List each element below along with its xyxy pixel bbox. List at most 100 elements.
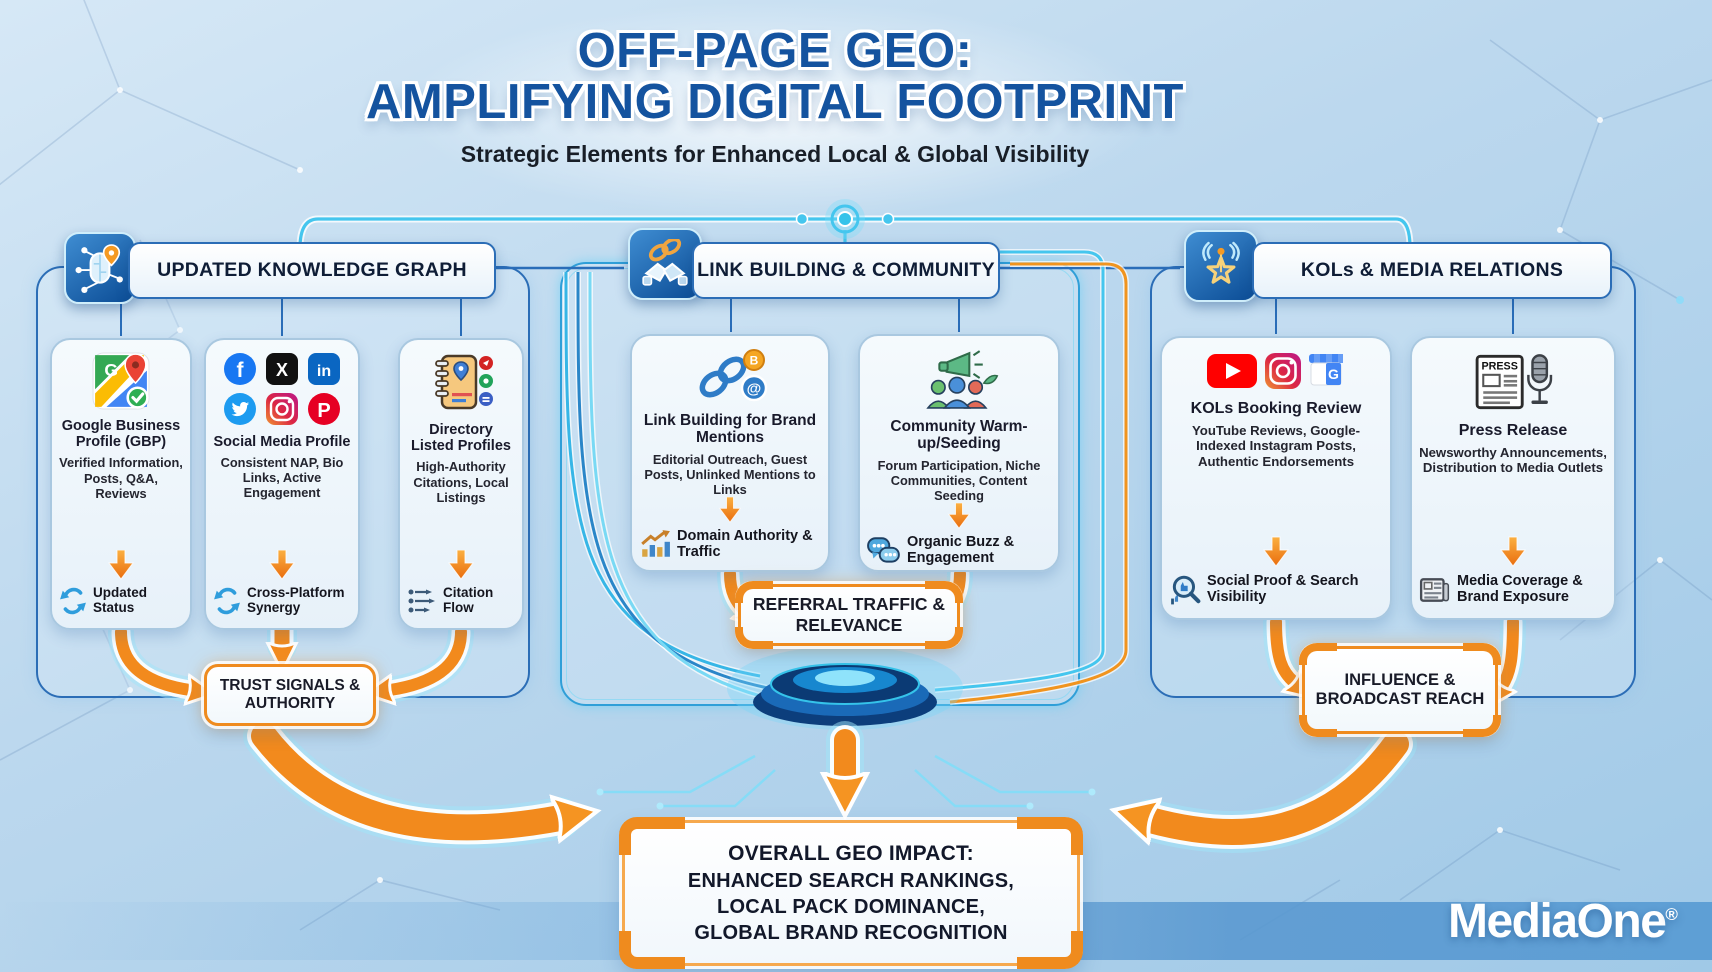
card-title: Google Business Profile (GBP) [61, 418, 181, 451]
header-label: LINK BUILDING & COMMUNITY [697, 259, 995, 281]
down-arrow-icon [269, 550, 295, 581]
badge-label: REFERRAL TRAFFIC & RELEVANCE [752, 594, 946, 635]
down-arrow-icon [1500, 536, 1526, 568]
corner-bracket [735, 581, 773, 603]
outcome-row: Updated Status [59, 585, 183, 616]
search-proof-icon [1169, 574, 1201, 606]
badge-influence-broadcast: INFLUENCE & BROADCAST REACH [1299, 643, 1501, 737]
badge-referral-traffic: REFERRAL TRAFFIC & RELEVANCE [735, 581, 963, 649]
outcome-label: Media Coverage & Brand Exposure [1457, 573, 1583, 606]
header-label: UPDATED KNOWLEDGE GRAPH [157, 259, 467, 281]
svg-text:B: B [750, 354, 759, 368]
directory-book-icon [428, 352, 494, 414]
outcome-row: Cross-Platform Synergy [213, 585, 351, 616]
header-label: KOLs & MEDIA RELATIONS [1300, 259, 1564, 281]
card-link-building: B @ Link Building for Brand Mentions Edi… [630, 334, 830, 572]
refresh-icon [213, 587, 241, 615]
youtube-instagram-gmb-icons: G [1207, 350, 1345, 392]
header-kols-media: KOLs & MEDIA RELATIONS [1252, 242, 1612, 299]
down-arrow-icon [108, 550, 134, 581]
svg-text:G: G [104, 360, 118, 380]
card-google-business-profile: G Google Business Profile (GBP) Verified… [50, 338, 192, 630]
newspaper-icon [1419, 576, 1451, 604]
google-maps-check-icon: G [92, 352, 150, 410]
registered-mark: ® [1665, 905, 1678, 924]
star-broadcast-icon [1184, 230, 1258, 302]
impact-line1: OVERALL GEO IMPACT: [728, 842, 974, 866]
outcome-row: Media Coverage & Brand Exposure [1419, 573, 1607, 606]
card-press-release: PRESS Press Release Newsworthy Announcem… [1410, 336, 1616, 620]
corner-bracket [1017, 817, 1083, 855]
svg-text:f: f [237, 359, 245, 382]
press-newspaper-mic-icon: PRESS [1473, 350, 1553, 414]
corner-bracket [1017, 931, 1083, 969]
growth-chart-icon [639, 530, 671, 560]
outcome-label: Cross-Platform Synergy [247, 585, 345, 616]
svg-text:@: @ [747, 381, 762, 398]
down-arrow-icon [1263, 536, 1289, 568]
card-title: Press Release [1458, 422, 1568, 439]
title-block: OFF-PAGE GEO: AMPLIFYING DIGITAL FOOTPRI… [60, 26, 1490, 168]
card-subtitle: Newsworthy Announcements, Distribution t… [1419, 444, 1607, 476]
card-kols-booking-review: G KOLs Booking Review YouTube Reviews, G… [1160, 336, 1392, 620]
card-community-seeding: Community Warm-up/Seeding Forum Particip… [858, 334, 1060, 572]
card-subtitle: High-Authority Citations, Local Listings [413, 459, 509, 505]
title-line1: OFF-PAGE GEO: [577, 24, 973, 78]
overall-geo-impact-box: OVERALL GEO IMPACT: ENHANCED SEARCH RANK… [619, 817, 1083, 969]
header-knowledge-graph: UPDATED KNOWLEDGE GRAPH [128, 242, 496, 299]
outcome-label: Citation Flow [443, 585, 494, 616]
neon-pipes [563, 249, 1129, 705]
down-arrow-icon [717, 497, 743, 523]
social-platforms-icons: f X in P [223, 352, 341, 426]
impact-line4: GLOBAL BRAND RECOGNITION [694, 921, 1008, 944]
badge-trust-signals: TRUST SIGNALS & AUTHORITY [204, 664, 376, 726]
corner-bracket [619, 931, 685, 969]
header-drops [120, 296, 1514, 336]
down-arrow-icon [946, 503, 972, 529]
outcome-row: Organic Buzz & Engagement [867, 534, 1051, 567]
outcome-label: Updated Status [93, 585, 147, 616]
impact-arrows [243, 715, 1417, 854]
mediaone-logo: MediaOne® [1448, 894, 1678, 949]
outcome-label: Social Proof & Search Visibility [1207, 573, 1359, 605]
corner-bracket [1299, 715, 1337, 737]
title-glow [400, 0, 1160, 220]
handshake-chain-icon [628, 228, 702, 300]
chain-link-mentions-icon: B @ [688, 348, 772, 404]
title-line2: AMPLIFYING DIGITAL FOOTPRINT [366, 74, 1184, 129]
outcome-label: Organic Buzz & Engagement [907, 534, 1015, 566]
corner-bracket [1463, 715, 1501, 737]
impact-line2: ENHANCED SEARCH RANKINGS, [687, 869, 1015, 892]
impact-line3: LOCAL PACK DOMINANCE, [717, 895, 985, 918]
outcome-row: Social Proof & Search Visibility [1169, 573, 1383, 606]
circuit-traces [600, 754, 1092, 808]
brain-network-pin-icon [64, 232, 136, 304]
top-connector [296, 199, 1414, 270]
svg-text:G: G [1328, 366, 1339, 382]
badge-label: TRUST SIGNALS & AUTHORITY [219, 676, 361, 712]
community-megaphone-icon [915, 348, 1003, 410]
chat-bubbles-icon [867, 537, 901, 565]
corner-bracket [925, 627, 963, 649]
card-title: Directory Listed Profiles [411, 422, 511, 455]
corner-bracket [1463, 643, 1501, 665]
card-title: Community Warm-up/Seeding [890, 418, 1028, 453]
card-subtitle: Forum Participation, Niche Communities, … [877, 457, 1041, 503]
svg-text:PRESS: PRESS [1481, 361, 1517, 373]
card-title: Social Media Profile [213, 434, 351, 450]
corner-bracket [1299, 643, 1337, 665]
card-subtitle: Verified Information, Posts, Q&A, Review… [59, 455, 183, 501]
outcome-row: Citation Flow [407, 585, 515, 616]
card-directory-listed-profiles: Directory Listed Profiles High-Authority… [398, 338, 524, 630]
outcome-row: Domain Authority & Traffic [639, 528, 821, 561]
svg-text:P: P [317, 400, 330, 422]
corner-bracket [619, 817, 685, 855]
svg-text:X: X [276, 360, 288, 380]
citation-flow-icon [407, 588, 437, 614]
down-arrow-icon [448, 550, 474, 581]
brand-name: MediaOne [1448, 895, 1667, 948]
corner-bracket [735, 627, 773, 649]
subtitle: Strategic Elements for Enhanced Local & … [460, 140, 1090, 167]
badge-label: INFLUENCE & BROADCAST REACH [1315, 670, 1485, 708]
